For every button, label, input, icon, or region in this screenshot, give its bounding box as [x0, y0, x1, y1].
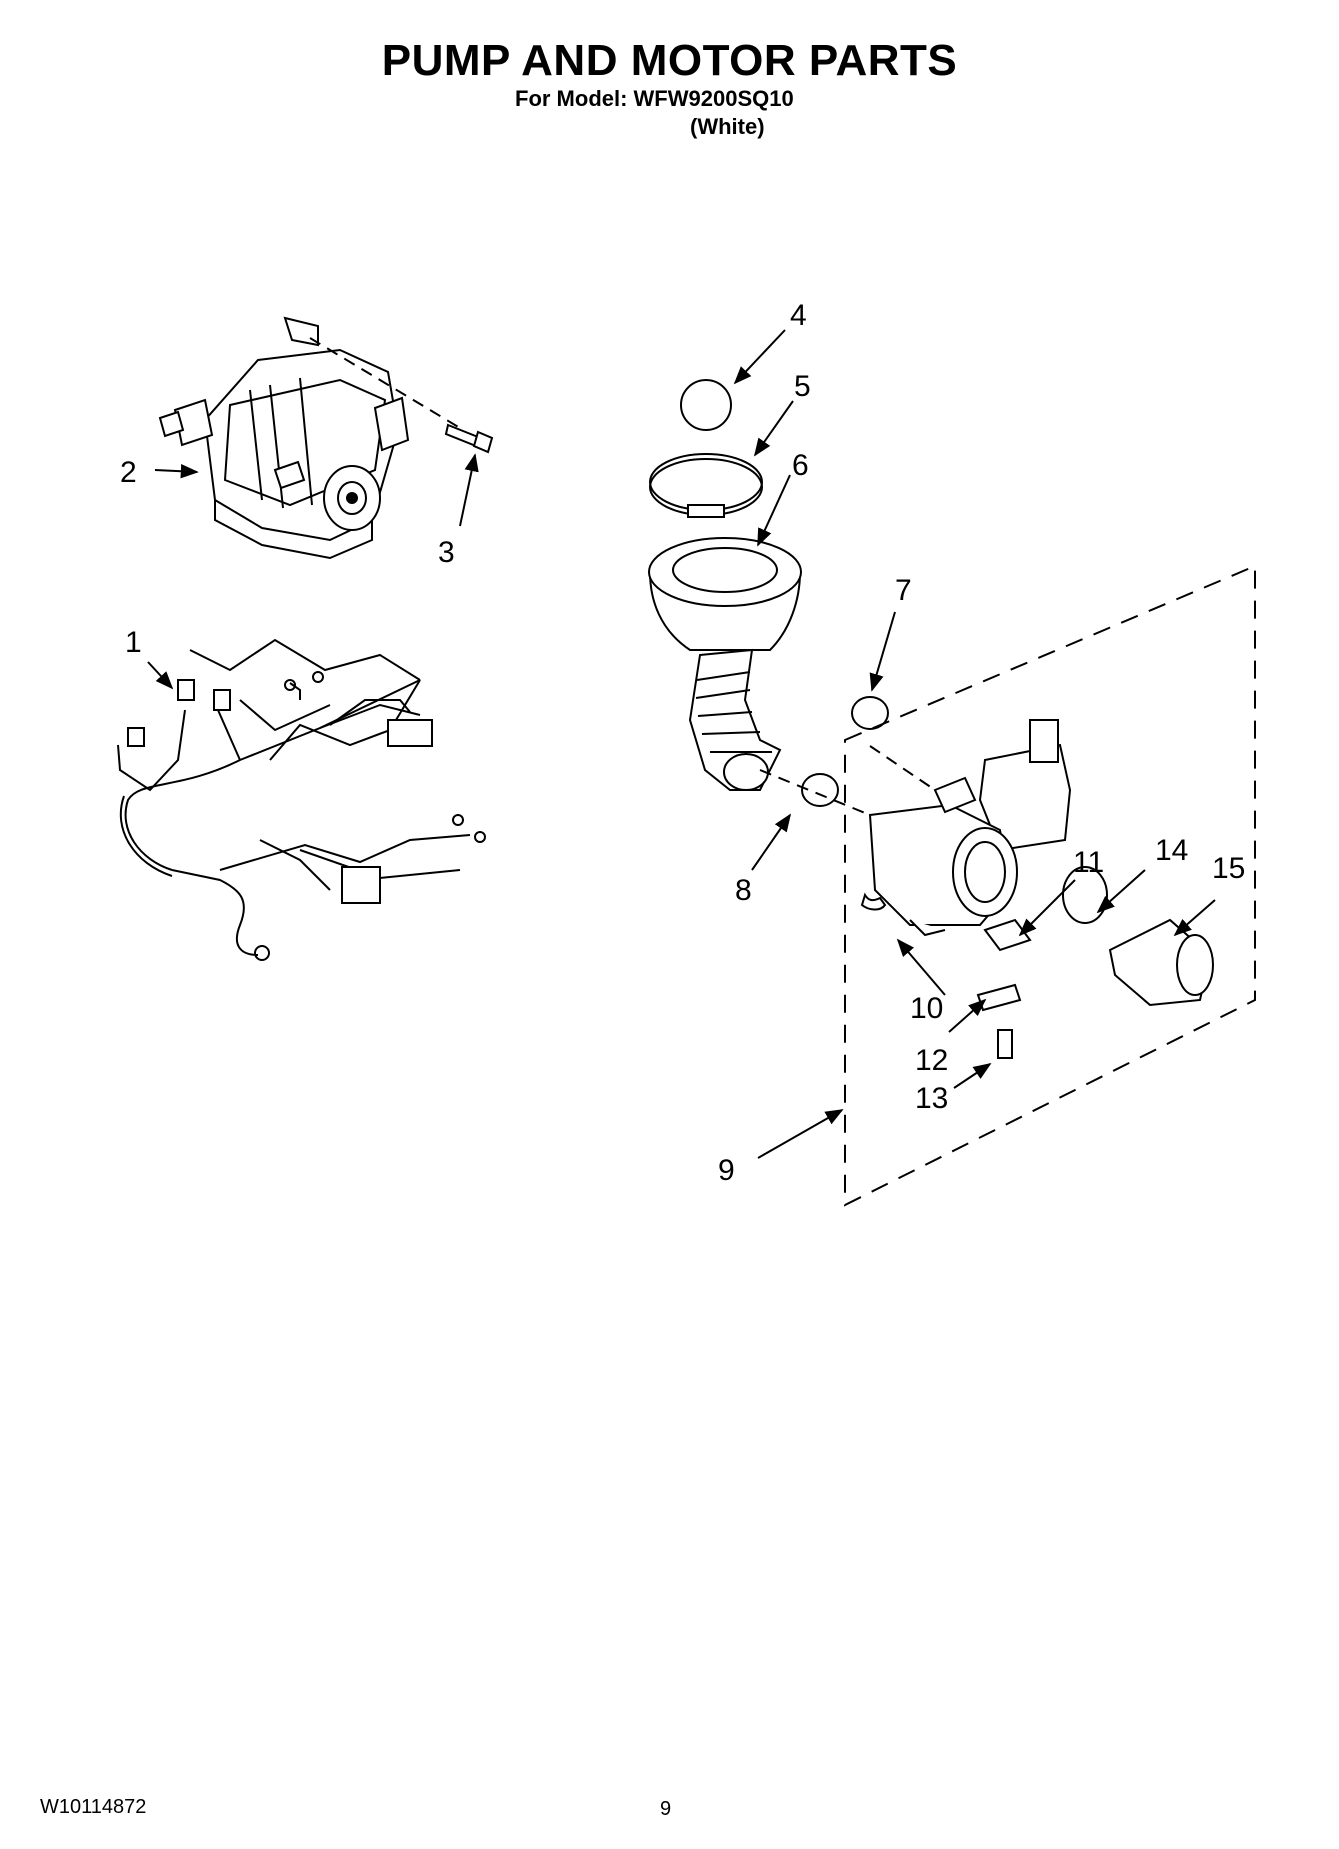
callout-11: 11: [1073, 846, 1104, 879]
disc-part: [680, 379, 732, 431]
motor-part: [158, 316, 410, 560]
callout-7: 7: [895, 574, 912, 607]
callout-8: 8: [735, 874, 752, 907]
callout-4: 4: [790, 299, 807, 332]
callout-9: 9: [718, 1154, 735, 1187]
leader-arrows: [147, 329, 1216, 1159]
drain-cap-parts: [1062, 866, 1214, 1007]
page-title: PUMP AND MOTOR PARTS: [381, 36, 958, 85]
screw-part: [444, 423, 494, 454]
callout-13: 13: [915, 1082, 948, 1115]
filter-parts: [976, 918, 1032, 1059]
callout-15: 15: [1212, 852, 1245, 885]
callout-2: 2: [120, 456, 137, 489]
clip-parts: [801, 696, 889, 911]
document-number: W10114872: [40, 1796, 147, 1818]
callout-12: 12: [915, 1044, 948, 1077]
callout-6: 6: [792, 449, 809, 482]
pump-assembly-boundary: [844, 564, 1256, 1207]
callout-14: 14: [1155, 834, 1188, 867]
callout-10: 10: [910, 992, 943, 1025]
wire-harness-part: [117, 638, 486, 961]
clamp-ring-part: [649, 453, 763, 518]
pump-motor-part: [868, 719, 1072, 937]
color-line: (White): [690, 114, 765, 139]
model-line: For Model: WFW9200SQ10: [515, 86, 794, 111]
page-number: 9: [660, 1798, 672, 1820]
bellows-hose-part: [648, 537, 802, 791]
callout-1: 1: [125, 626, 142, 659]
callout-5: 5: [794, 370, 811, 403]
callout-3: 3: [438, 536, 455, 569]
